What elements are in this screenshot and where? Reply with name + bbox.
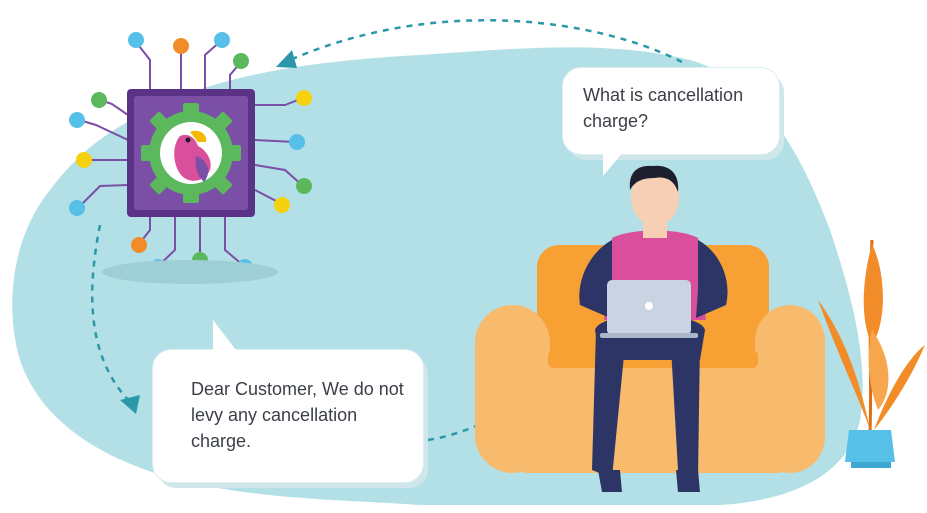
plant-icon (818, 239, 925, 468)
ai-chip-icon (127, 89, 255, 217)
question-bubble-tail (603, 150, 625, 176)
person-figure (579, 165, 728, 492)
answer-text: Dear Customer, We do not levy any cancel… (191, 379, 404, 451)
question-bubble: What is cancellation charge? (563, 68, 779, 176)
laptop-icon (600, 280, 698, 338)
parrot-logo-icon (174, 130, 211, 182)
answer-bubble: Dear Customer, We do not levy any cancel… (153, 320, 423, 482)
answer-bubble-tail (213, 320, 239, 354)
chip-shadow (102, 260, 278, 284)
question-text: What is cancellation charge? (583, 85, 744, 131)
flow-arrows (91, 19, 683, 442)
